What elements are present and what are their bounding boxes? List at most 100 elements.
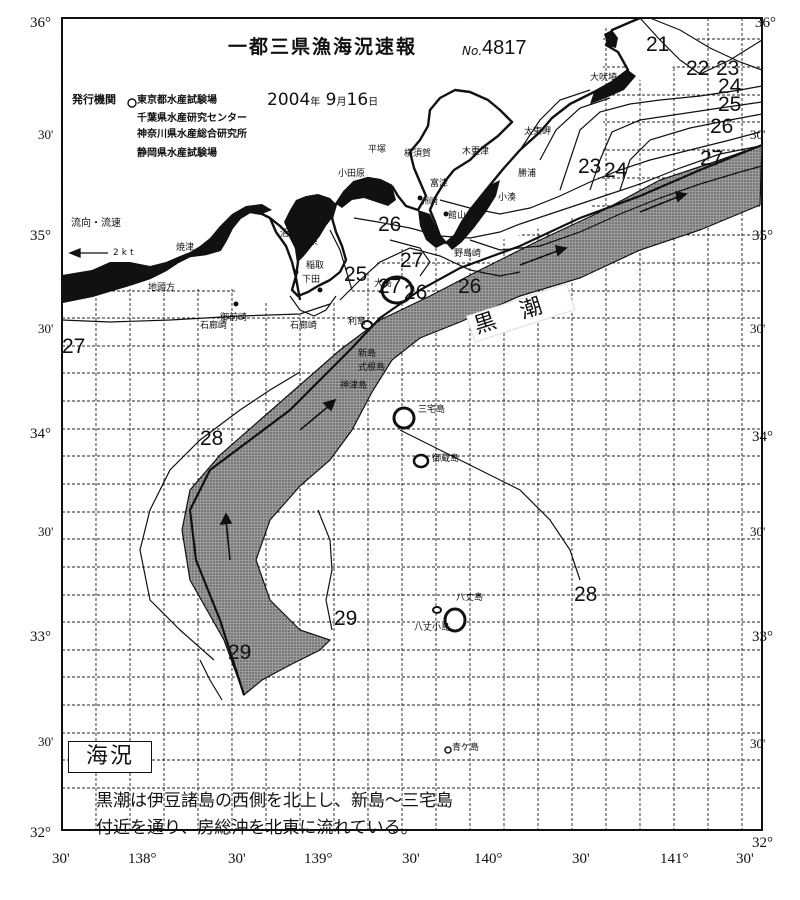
place-label: 大島	[374, 279, 393, 289]
lat-label-left: 30'	[38, 524, 54, 539]
kuroshio-axis-line	[188, 143, 763, 696]
place-label: 利島	[348, 317, 367, 327]
place-label: 熱海	[300, 229, 319, 239]
date-month: 9	[325, 90, 337, 110]
date-month-unit: 月	[336, 97, 347, 108]
lat-label-right: 34°	[752, 429, 773, 445]
lat-label-right: 30'	[750, 736, 766, 751]
isotherms	[61, 17, 763, 701]
isotherm-label: 26	[458, 275, 482, 298]
place-label: 焼津	[176, 243, 195, 253]
institution-tokyo: 東京都水産試験場	[137, 95, 217, 106]
lat-label-left: 32°	[30, 825, 51, 841]
place-label: 地頭方	[148, 283, 176, 293]
place-markers	[127, 98, 449, 307]
isotherm-label: 28	[574, 583, 598, 606]
lat-label-left: 30'	[38, 734, 54, 749]
lon-label: 30'	[52, 851, 70, 867]
kuroshio-current	[181, 144, 763, 697]
isotherm-label: 29	[228, 641, 252, 664]
place-label: 御蔵島	[432, 454, 460, 464]
lat-label-left: 35°	[30, 228, 51, 244]
place-label: 稲取	[306, 261, 325, 271]
izu-west-coast	[268, 217, 302, 301]
lat-label-right: 32°	[752, 835, 773, 851]
place-label: 勝浦	[518, 169, 537, 179]
lon-label: 30'	[402, 851, 420, 867]
lat-label-left: 34°	[30, 426, 51, 442]
lat-label-right: 30'	[750, 127, 766, 142]
place-label: 石廊崎	[290, 321, 318, 331]
report-title: 一都三県漁海況速報	[228, 36, 418, 58]
place-label: 八丈小島	[414, 623, 451, 633]
lon-label: 141°	[660, 851, 689, 867]
lon-label: 140°	[474, 851, 503, 867]
lat-label-right: 30'	[750, 524, 766, 539]
oshima-island	[380, 275, 414, 305]
date-year-unit: 年	[310, 97, 321, 108]
hachijojima-island	[443, 607, 467, 633]
miura-peninsula-coast	[390, 151, 428, 212]
place-label: 館山	[448, 211, 467, 221]
isotherm-label: 23	[716, 57, 740, 80]
date-day-unit: 日	[368, 97, 379, 108]
place-label: 下田	[302, 275, 321, 285]
aogashima-island	[444, 746, 452, 754]
isotherm-label: 28	[200, 427, 224, 450]
isotherm-label: 26	[404, 281, 428, 304]
isotherm-label: 23	[578, 155, 602, 178]
lon-label: 30'	[572, 851, 590, 867]
summary-line-1: 黒潮は伊豆諸島の西側を北上し、新島～三宅島	[96, 791, 453, 811]
institution-kanagawa: 神奈川県水産総合研究所	[137, 129, 247, 140]
isotherm-label: 27	[400, 249, 424, 272]
current-arrows	[219, 190, 688, 561]
mikurajima-island	[412, 453, 430, 469]
lat-label-right: 36°	[755, 15, 776, 31]
isotherm-label: 27	[700, 147, 724, 170]
place-label: 八丈島	[456, 593, 484, 603]
lon-label: 30'	[736, 851, 754, 867]
place-label: 沼津	[280, 229, 299, 239]
sea-condition-label: 海況	[68, 741, 152, 773]
isotherm-label: 25	[344, 263, 368, 286]
place-label: 石廊崎	[200, 321, 228, 331]
lon-label: 139°	[304, 851, 333, 867]
place-label: 太東岬	[524, 127, 552, 137]
land-fill	[62, 30, 636, 302]
flow-speed-label: 2kt	[113, 248, 137, 258]
lat-label-right: 33°	[752, 629, 773, 645]
place-label: 神津島	[340, 381, 368, 391]
isotherm-label: 26	[710, 115, 734, 138]
isotherm-label: 24	[604, 159, 628, 182]
place-label: 横須賀	[404, 149, 432, 159]
isotherm-label: 29	[334, 607, 358, 630]
institution-shizuoka: 静岡県水産試験場	[137, 148, 217, 159]
miyakejima-island	[392, 406, 416, 430]
place-label: 洲崎	[420, 197, 439, 207]
place-label: 御前崎	[220, 313, 248, 323]
place-label: 小田原	[338, 169, 366, 179]
izu-peninsula-coast	[261, 212, 348, 298]
isotherm-label: 25	[718, 93, 742, 116]
summary-line-2: 付近を通り、房総沖を北東に流れている。	[96, 818, 418, 838]
isotherm-label: 27	[62, 335, 86, 358]
isotherm-label: 26	[378, 213, 402, 236]
tokyo-bay-coast	[409, 88, 514, 172]
date-year: 2004	[267, 90, 311, 110]
place-label: 青ケ島	[452, 743, 480, 753]
place-label: 野島崎	[454, 249, 482, 259]
institution-chiba: 千葉県水産研究センター	[137, 113, 247, 124]
report-date: 2004年 9月16日	[267, 92, 378, 109]
lat-label-left: 36°	[30, 15, 51, 31]
lon-label: 30'	[228, 851, 246, 867]
place-label: 大吠埼	[590, 73, 618, 83]
place-label: 富津	[430, 179, 449, 189]
boso-peninsula-coast	[428, 16, 641, 245]
lat-label-right: 35°	[752, 228, 773, 244]
date-day: 16	[346, 90, 369, 110]
place-label: 三宅島	[418, 405, 446, 415]
isotherm-label: 22	[686, 57, 710, 80]
lat-label-left: 30'	[38, 321, 54, 336]
isotherm-label: 24	[718, 75, 742, 98]
